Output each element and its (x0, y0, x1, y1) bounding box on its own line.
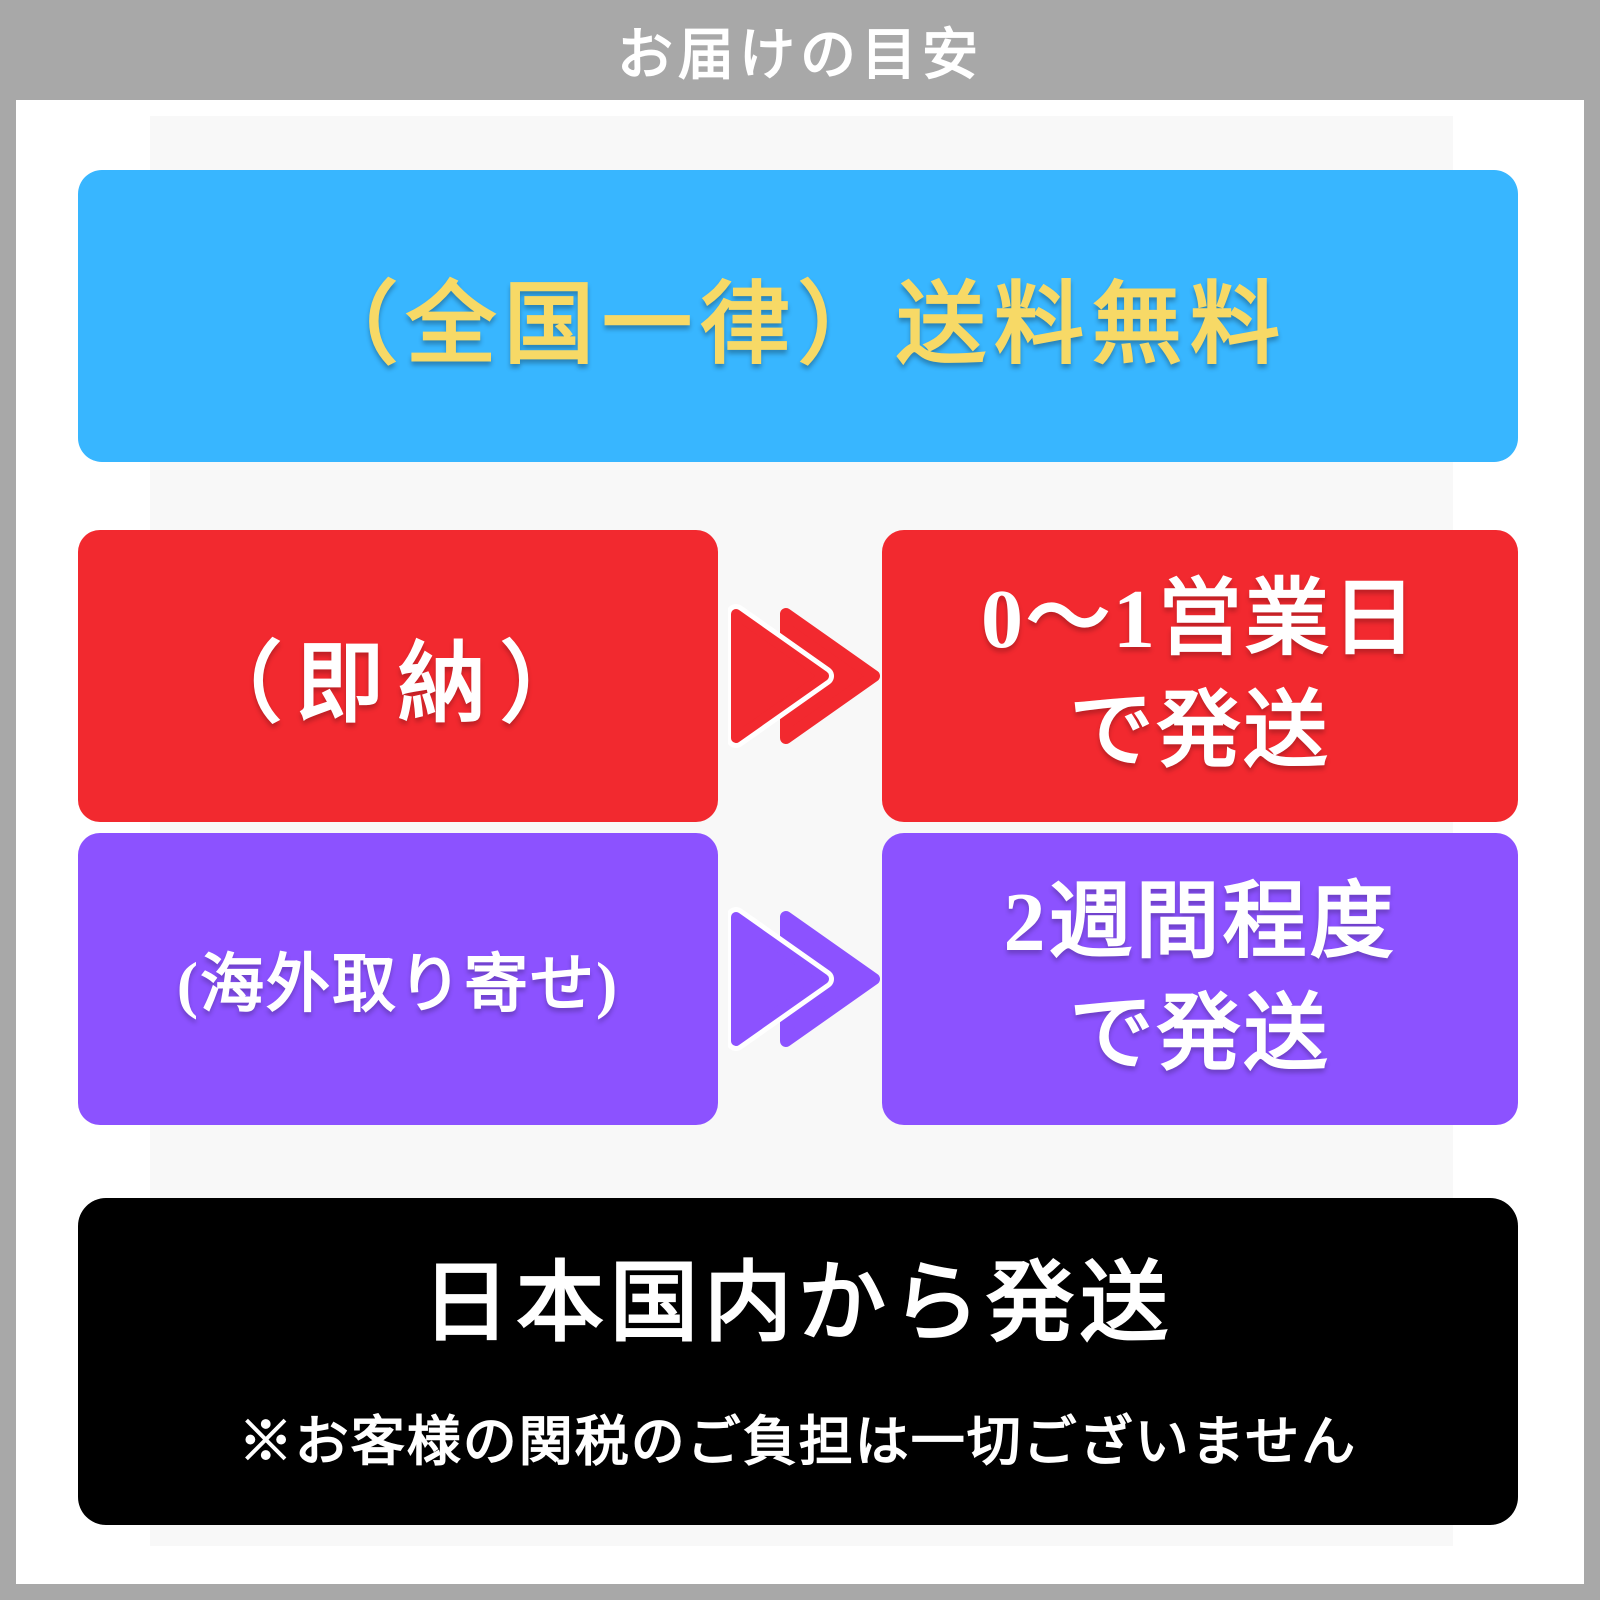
customs-note-text: ※お客様の関税のご負担は一切ございません (238, 1411, 1358, 1472)
free-shipping-banner: （全国一律）送料無料 (78, 170, 1518, 462)
backorder-label-box: (海外取り寄せ) (78, 833, 718, 1125)
instock-result-line2: で発送 (1069, 685, 1331, 778)
backorder-result: 2週間程度 で発送 (1003, 867, 1396, 1090)
backorder-label: (海外取り寄せ) (176, 949, 620, 1020)
domestic-shipping-box: 日本国内から発送 ※お客様の関税のご負担は一切ございません (78, 1198, 1518, 1525)
page-title: お届けの目安 (617, 24, 983, 87)
instock-result-line1: 0〜1営業日 (980, 573, 1419, 667)
free-shipping-text: （全国一律）送料無料 (308, 276, 1288, 375)
instock-result-box: 0〜1営業日 で発送 (882, 530, 1518, 822)
backorder-result-line2: で発送 (1069, 988, 1331, 1081)
domestic-shipping-text: 日本国内から発送 (421, 1255, 1174, 1353)
backorder-result-box: 2週間程度 で発送 (882, 833, 1518, 1125)
instock-label: （即納） (193, 636, 602, 734)
fast-forward-icon (728, 907, 880, 1051)
backorder-result-line1: 2週間程度 (1003, 876, 1397, 970)
instock-label-box: （即納） (78, 530, 718, 822)
title-bar: お届けの目安 (0, 0, 1600, 100)
fast-forward-icon (728, 604, 880, 748)
instock-result: 0〜1営業日 で発送 (981, 564, 1419, 787)
